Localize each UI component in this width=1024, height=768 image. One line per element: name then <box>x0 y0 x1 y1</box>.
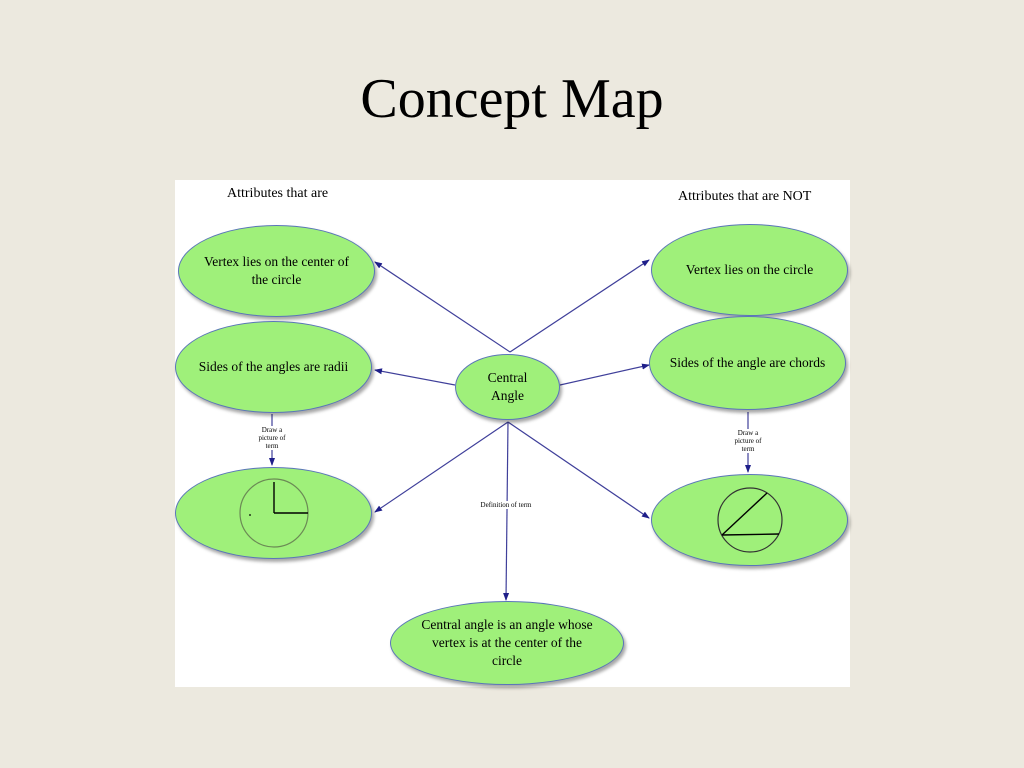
node-definition: Central angle is an angle whose vertex i… <box>390 601 624 685</box>
arrow-to-left-picture <box>374 421 509 513</box>
arrow-to-right-vertex <box>509 259 650 353</box>
concept-map: Attributes that are Attributes that are … <box>175 180 850 687</box>
connector-arrows <box>269 259 751 601</box>
edge-label-definition: Definition of term <box>480 501 532 509</box>
central-angle-picture-icon <box>238 478 309 548</box>
arrow-to-right-picture <box>507 421 650 519</box>
slide-title: Concept Map <box>360 68 664 130</box>
inscribed-angle-picture-icon <box>716 487 783 553</box>
arrow-to-left-sides <box>374 368 456 386</box>
node-left-vertex: Vertex lies on the center of the circle <box>178 225 375 317</box>
heading-attributes-are: Attributes that are <box>227 186 329 201</box>
node-central-angle: Central Angle <box>455 354 560 420</box>
edge-label-left-picture: Draw a picture of term <box>252 426 292 450</box>
arrow-to-right-sides <box>559 363 650 386</box>
node-left-sides: Sides of the angles are radii <box>175 321 372 413</box>
node-right-vertex: Vertex lies on the circle <box>651 224 848 316</box>
arrow-to-left-vertex <box>374 261 511 353</box>
node-right-picture <box>651 474 848 566</box>
heading-attributes-are-not: Attributes that are NOT <box>678 189 812 204</box>
arrow-to-definition <box>503 421 510 601</box>
node-left-picture <box>175 467 372 559</box>
edge-label-right-picture: Draw a picture of term <box>728 429 768 453</box>
node-right-sides: Sides of the angle are chords <box>649 316 846 410</box>
